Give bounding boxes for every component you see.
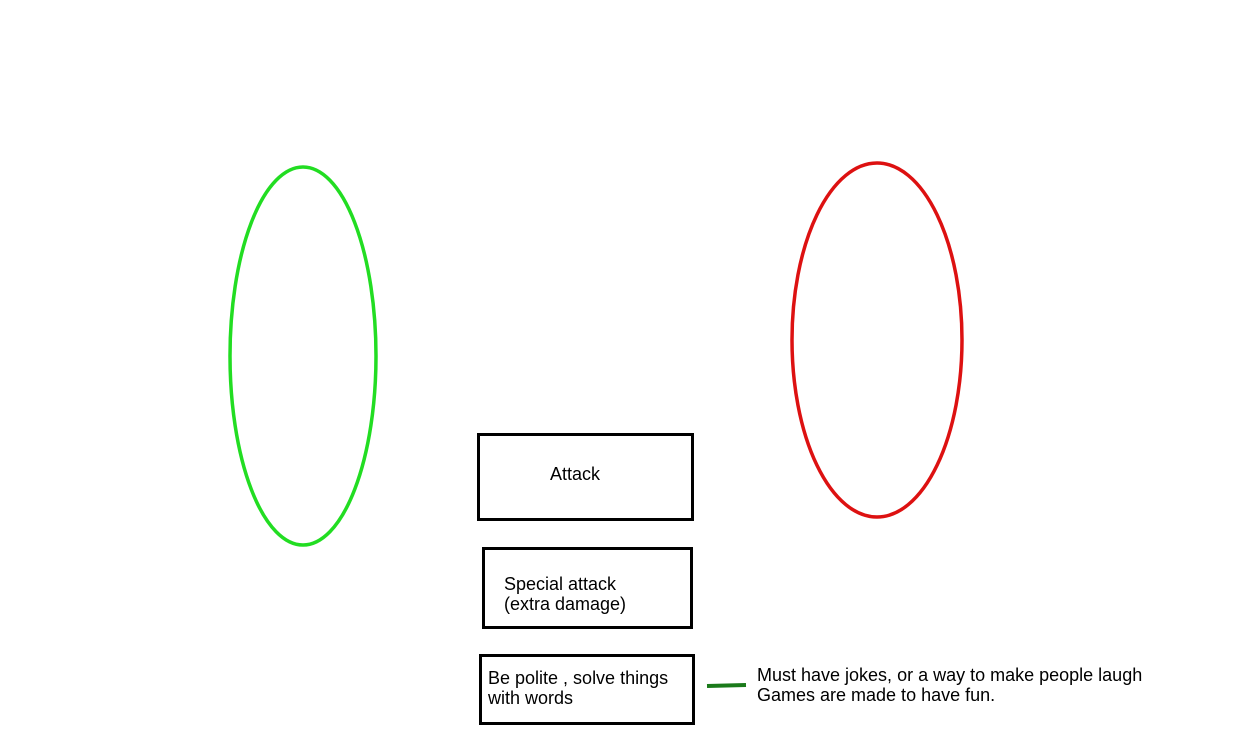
design-note-line-1: Must have jokes, or a way to make people… bbox=[757, 665, 1143, 685]
attack-button-label: Attack bbox=[550, 464, 601, 484]
enemy-character-ellipse bbox=[790, 161, 964, 519]
be-polite-button-label: Be polite , solve things with words bbox=[488, 668, 669, 708]
be-polite-button[interactable]: Be polite , solve things with words bbox=[479, 654, 695, 725]
note-connector-line bbox=[706, 683, 747, 688]
player-character-ellipse bbox=[228, 165, 378, 547]
design-note: Must have jokes, or a way to make people… bbox=[757, 665, 1142, 705]
special-attack-button[interactable]: Special attack (extra damage) bbox=[482, 547, 693, 629]
special-attack-button-label: Special attack (extra damage) bbox=[504, 574, 627, 614]
attack-button[interactable]: Attack bbox=[477, 433, 694, 521]
design-note-line-2: Games are made to have fun. bbox=[757, 685, 996, 705]
